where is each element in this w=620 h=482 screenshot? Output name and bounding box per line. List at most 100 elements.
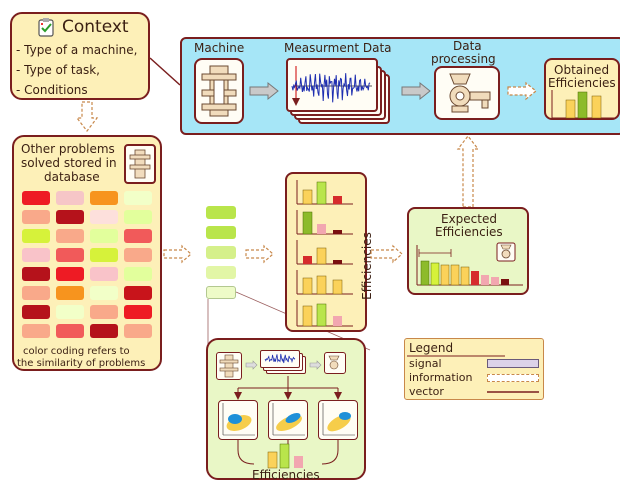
similarity-grid — [22, 191, 156, 341]
similarity-cell — [124, 305, 152, 319]
signal-plot — [286, 58, 378, 112]
bars-to-expected-arrow — [370, 244, 403, 264]
similarity-cell — [124, 229, 152, 243]
legend-information-swatch — [487, 374, 539, 382]
efficiencies-bar-charts — [296, 180, 353, 327]
legend-title: Legend — [409, 341, 454, 355]
bottom-efficiencies-label: Efficiencies — [252, 468, 320, 482]
measurement-label: Measurment Data — [284, 41, 392, 55]
processing-label-2: processing — [431, 52, 496, 66]
similarity-cell — [56, 229, 84, 243]
machine-label: Machine — [194, 41, 245, 55]
mini-signal-stack — [260, 350, 308, 376]
mini-processing-box — [324, 352, 346, 374]
similarity-cell — [124, 210, 152, 224]
legend-signal-swatch — [487, 359, 539, 368]
selected-item-3 — [206, 246, 236, 259]
machine-box — [194, 58, 244, 124]
similarity-cell — [90, 305, 118, 319]
legend-vector-label: vector — [409, 385, 444, 398]
similarity-cell — [90, 248, 118, 262]
clipboard-icon — [38, 17, 54, 40]
context-item-machine: - Type of a machine, — [16, 43, 138, 57]
database-title-2: solved stored in — [21, 156, 117, 170]
processing-box — [434, 66, 500, 120]
similarity-cell — [124, 267, 152, 281]
cluster-plot-1 — [218, 400, 258, 440]
grinder-icon — [449, 73, 491, 113]
database-panel: Other problems solved stored in database… — [12, 135, 162, 371]
waveform-icon — [291, 66, 372, 106]
legend-information-label: information — [409, 371, 473, 384]
expected-bar-chart — [416, 242, 523, 286]
similarity-cell — [90, 191, 118, 205]
context-item-conditions: - Conditions — [16, 83, 88, 97]
similarity-cell — [22, 229, 50, 243]
similarity-cell — [124, 248, 152, 262]
database-caption-1: color coding refers to — [23, 346, 130, 357]
legend-box: Legend signal information vector — [404, 338, 544, 400]
similarity-cell — [90, 267, 118, 281]
similarity-cell — [90, 229, 118, 243]
similarity-cell — [56, 305, 84, 319]
selected-item-5 — [206, 286, 236, 299]
similarity-cell — [22, 248, 50, 262]
list-to-bars-arrow — [245, 244, 274, 264]
similarity-cell — [90, 324, 118, 338]
similarity-cell — [22, 286, 50, 300]
cluster-plot-2 — [268, 400, 308, 440]
obtained-label-2: Efficiencies — [548, 76, 616, 90]
expected-efficiencies-box: Expected Efficiencies — [407, 207, 529, 295]
mini-arrow-2 — [309, 360, 322, 370]
context-title: Context — [62, 17, 129, 37]
obtained-bars — [551, 90, 616, 119]
mini-machine-box — [216, 352, 242, 380]
machine-icon — [201, 65, 237, 117]
selected-item-2 — [206, 226, 236, 239]
legend-signal-label: signal — [409, 357, 442, 370]
similarity-cell — [56, 324, 84, 338]
selected-item-4 — [206, 266, 236, 279]
similarity-cell — [124, 324, 152, 338]
obtained-label-1: Obtained — [554, 63, 610, 77]
database-title-1: Other problems — [21, 142, 115, 156]
db-to-list-arrow — [163, 244, 192, 264]
context-item-task: - Type of task, — [16, 63, 100, 77]
obtained-efficiencies-box: Obtained Efficiencies — [544, 58, 620, 120]
processing-label-1: Data — [453, 39, 482, 53]
database-machine-thumb — [124, 144, 156, 184]
processing-to-obtained-arrow — [507, 81, 537, 101]
legend-title-underline — [407, 355, 505, 357]
context-panel: Context - Type of a machine, - Type of t… — [10, 12, 150, 100]
similarity-cell — [124, 286, 152, 300]
efficiencies-panel: Efficiencies — [285, 172, 374, 332]
efficiencies-vertical-label: Efficiencies — [359, 232, 374, 300]
similarity-cell — [90, 210, 118, 224]
cluster-plot-3 — [318, 400, 358, 440]
similarity-cell — [124, 191, 152, 205]
processing-flow-panel: Efficiencies — [206, 338, 366, 482]
similarity-cell — [56, 210, 84, 224]
similarity-cell — [90, 286, 118, 300]
similarity-cell — [56, 267, 84, 281]
similarity-cell — [22, 324, 50, 338]
result-bars — [267, 443, 303, 469]
similarity-cell — [56, 191, 84, 205]
database-caption-2: the similarity of problems — [17, 358, 146, 369]
data-to-processing-arrow — [401, 81, 431, 101]
similarity-cell — [22, 210, 50, 224]
expected-title-1: Expected — [441, 212, 497, 226]
selected-item-1 — [206, 206, 236, 219]
similarity-cell — [22, 267, 50, 281]
similarity-cell — [22, 305, 50, 319]
similarity-cell — [22, 191, 50, 205]
legend-vector-line — [487, 391, 539, 393]
similarity-cell — [56, 248, 84, 262]
expected-title-2: Efficiencies — [435, 225, 503, 239]
mini-arrow-1 — [245, 360, 258, 370]
expected-up-arrow — [456, 135, 480, 208]
database-title-3: database — [44, 170, 100, 184]
machine-to-data-arrow — [249, 81, 279, 101]
similarity-cell — [56, 286, 84, 300]
